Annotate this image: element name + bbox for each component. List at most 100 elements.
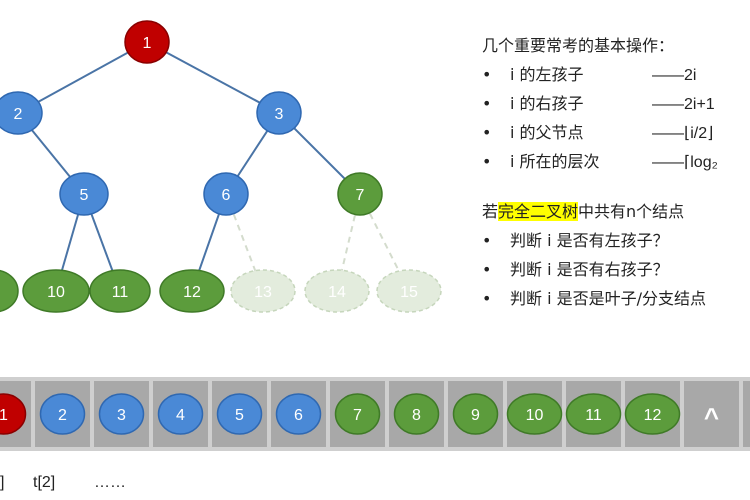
tree-node-label: 15 (400, 284, 418, 301)
tree-edge-1-3 (146, 41, 280, 114)
array-cell-node (0, 393, 27, 435)
tree-node-circle (256, 91, 302, 135)
tree-node-12: 12 (159, 269, 225, 313)
array-cell-node (393, 393, 440, 435)
array-cell-12: 12 (624, 381, 681, 447)
array-cell-14: ^ (743, 381, 750, 447)
tree-node-circle (159, 269, 225, 313)
null-marker: ^ (704, 402, 719, 432)
operations-list: i 的左孩子 ——2i i 的右孩子 ——2i+1 i 的父节点 ——⌊i/2⌋ i … (482, 60, 750, 176)
op-label: i 的右孩子 (510, 94, 584, 113)
index-label-t2: t[2] (33, 474, 56, 491)
array-cell-6: 6 (271, 381, 326, 447)
tree-node-circle (124, 20, 170, 64)
tree-node-2: 2 (0, 91, 43, 135)
tree-node-circle (0, 91, 43, 135)
array-cell-5: 5 (212, 381, 267, 447)
tree-node-circle (203, 172, 249, 216)
section2-heading: 若完全二叉树中共有n个结点 (482, 198, 750, 226)
array-cell-node (624, 393, 681, 435)
tree-node-14: 14 (304, 269, 370, 313)
op-formula: ——2i (652, 67, 697, 84)
tree-node-label: 13 (254, 284, 272, 301)
array-cell-label: 11 (585, 407, 602, 424)
op-label: i 的父节点 (510, 123, 584, 142)
op-formula: ——⌈log₂ (652, 154, 718, 171)
tree-node-circle (230, 269, 296, 313)
tree-node-label: 2 (14, 106, 23, 123)
section2-suffix: 中共有n个结点 (578, 202, 685, 221)
array-cell-label: 8 (412, 407, 421, 424)
tree-node-7: 7 (337, 172, 383, 216)
array-cell-3: 3 (94, 381, 149, 447)
tree-node-label: 1 (143, 35, 152, 52)
array-cell-11: 11 (565, 381, 622, 447)
array-cell-label: 10 (526, 407, 544, 424)
array-cell-8: 8 (389, 381, 444, 447)
tree-node-label: 12 (183, 284, 201, 301)
complete-binary-tree-highlight: 完全二叉树 (498, 202, 579, 221)
tree-node-13: 13 (230, 269, 296, 313)
tree-node-label: 5 (80, 187, 89, 204)
array-cell-label: 7 (353, 407, 362, 424)
array-cell-label: 4 (176, 407, 185, 424)
array-cell-node (98, 393, 145, 435)
question-item: 判断 i 是否有右孩子？ (482, 255, 750, 284)
array-cell-node (157, 393, 204, 435)
section2-prefix: 若 (482, 202, 499, 221)
op-parent: i 的父节点 ——⌊i/2⌋ (482, 118, 750, 147)
tree-node-label: 6 (222, 187, 231, 204)
tree-node-circle (337, 172, 383, 216)
array-cell-2: 2 (35, 381, 90, 447)
operations-notes: 几个重要常考的基本操作： i 的左孩子 ——2i i 的右孩子 ——2i+1 i 的… (482, 32, 750, 313)
array-cell-4: 4 (153, 381, 208, 447)
tree-node-label: 3 (275, 106, 284, 123)
array-cell-node (334, 393, 381, 435)
array-cell-label: 3 (117, 407, 126, 424)
tree-node-label: 7 (356, 187, 365, 204)
op-right-child: i 的右孩子 ——2i+1 (482, 89, 750, 118)
array-cell-10: 10 (506, 381, 563, 447)
array-cell-node (452, 393, 499, 435)
array-index-labels: ] t[2] …… (0, 474, 750, 500)
question-item: 判断 i 是否是叶子/分支结点 (482, 284, 750, 313)
array-cell-label: 6 (294, 407, 303, 424)
tree-edge-1-2 (17, 41, 148, 114)
tree-node-9: 9 (0, 269, 19, 313)
tree-node-label: 11 (112, 284, 129, 301)
tree-node-15: 15 (376, 269, 442, 313)
array-cell-9: 9 (448, 381, 503, 447)
tree-node-circle (89, 269, 151, 313)
tree-node-label: 10 (47, 284, 65, 301)
tree-node-circle (376, 269, 442, 313)
array-cell-node (506, 393, 563, 435)
tree-node-3: 3 (256, 91, 302, 135)
tree-node-10: 10 (22, 269, 90, 313)
op-label: i 所在的层次 (510, 152, 600, 171)
questions-list: 判断 i 是否有左孩子？ 判断 i 是否有右孩子？ 判断 i 是否是叶子/分支结… (482, 226, 750, 313)
tree-node-6: 6 (203, 172, 249, 216)
op-formula: ——2i+1 (652, 96, 715, 113)
notes-heading: 几个重要常考的基本操作： (482, 36, 675, 55)
tree-node-circle (59, 172, 109, 216)
op-formula: ——⌊i/2⌋ (652, 125, 714, 142)
array-cell-bg (743, 381, 750, 447)
tree-node-11: 11 (89, 269, 151, 313)
tree-node-label: 14 (328, 284, 346, 301)
array-cell-node (216, 393, 263, 435)
tree-node-circle (304, 269, 370, 313)
array-cell-label: 12 (644, 407, 662, 424)
tree-node-circle (0, 269, 19, 313)
op-left-child: i 的左孩子 ——2i (482, 60, 750, 89)
op-label: i 的左孩子 (510, 65, 584, 84)
array-cell-label: 2 (58, 407, 67, 424)
array-cell-node (275, 393, 322, 435)
array-cell-label: 1 (0, 407, 8, 424)
index-ellipsis: …… (94, 474, 126, 491)
array-cell-node (39, 393, 86, 435)
array-cell-bg (684, 381, 739, 447)
array-cell-node (565, 393, 622, 435)
